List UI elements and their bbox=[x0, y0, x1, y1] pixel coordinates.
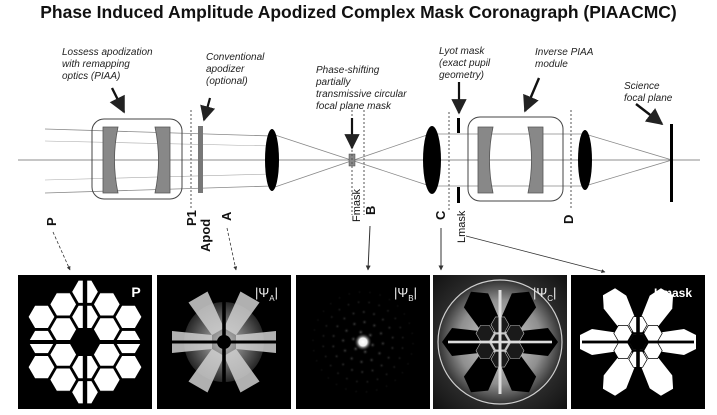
plane-label-c: C bbox=[433, 210, 448, 220]
lens-3 bbox=[578, 130, 592, 190]
svg-text:Lyot mask: Lyot mask bbox=[439, 46, 485, 57]
inverse-piaa-optic-1 bbox=[477, 126, 494, 194]
lens-1 bbox=[265, 129, 279, 191]
svg-text:partially: partially bbox=[315, 77, 351, 88]
plane-label-apod: Apod bbox=[198, 219, 213, 252]
svg-text:Inverse PIAA: Inverse PIAA bbox=[535, 47, 594, 58]
figure-title: Phase Induced Amplitude Apodized Complex… bbox=[40, 2, 677, 22]
inverse-piaa-optic-2 bbox=[527, 126, 544, 194]
svg-text:module: module bbox=[535, 59, 568, 70]
svg-text:apodizer: apodizer bbox=[206, 64, 245, 75]
svg-text:Lmask: Lmask bbox=[654, 286, 692, 300]
arrow-apodizer bbox=[200, 97, 216, 122]
annotation-inverse-piaa: Inverse PIAA module bbox=[535, 47, 594, 70]
link-a bbox=[226, 227, 238, 271]
lyot-mask-top bbox=[457, 118, 460, 133]
link-b bbox=[365, 225, 371, 271]
panel-pupil: P bbox=[18, 275, 152, 409]
piaa-module-box bbox=[91, 118, 183, 200]
plane-label-p: P bbox=[44, 217, 59, 226]
inverse-piaa-box bbox=[467, 116, 564, 202]
apodizer-element bbox=[198, 126, 203, 193]
plane-label-fmask: Fmask bbox=[351, 189, 363, 223]
annotation-piaa: Lossess apodization with remapping optic… bbox=[62, 47, 153, 82]
plane-label-p1: P1 bbox=[184, 210, 199, 226]
optical-layout bbox=[18, 77, 700, 215]
svg-text:(exact pupil: (exact pupil bbox=[439, 58, 491, 69]
beam-final-top bbox=[584, 133, 673, 161]
plane-label-b: B bbox=[363, 206, 378, 215]
svg-text:transmissive circular: transmissive circular bbox=[316, 89, 407, 100]
plane-label-a: A bbox=[219, 211, 234, 221]
science-focal-plane bbox=[670, 124, 673, 202]
svg-text:P: P bbox=[131, 284, 140, 300]
piaa-optic-1 bbox=[102, 126, 119, 194]
svg-text:optics (PIAA): optics (PIAA) bbox=[62, 71, 120, 82]
beam-final-bottom bbox=[584, 159, 673, 187]
link-p bbox=[52, 231, 71, 271]
svg-text:Phase-shifting: Phase-shifting bbox=[316, 65, 380, 76]
arrow-piaa bbox=[109, 87, 126, 114]
svg-text:|ΨB|: |ΨB| bbox=[394, 285, 417, 303]
svg-text:Lossess apodization: Lossess apodization bbox=[62, 47, 153, 58]
panel-psi-b: |ΨB| bbox=[296, 275, 430, 409]
panel-psi-c: |ΨC| bbox=[433, 275, 567, 409]
annotation-lyot: Lyot mask (exact pupil geometry) bbox=[439, 46, 491, 81]
annotation-apodizer: Conventional apodizer (optional) bbox=[206, 52, 265, 87]
svg-text:Conventional: Conventional bbox=[206, 52, 265, 63]
arrow-science bbox=[635, 103, 664, 126]
plane-label-d: D bbox=[561, 215, 576, 224]
link-d bbox=[465, 235, 606, 274]
arrow-inverse bbox=[523, 77, 541, 113]
piaa-optic-2 bbox=[154, 126, 171, 194]
annotation-science: Science focal plane bbox=[624, 81, 673, 104]
lens-2 bbox=[423, 126, 441, 194]
svg-text:Science: Science bbox=[624, 81, 660, 92]
plane-label-lmask: Lmask bbox=[456, 210, 468, 243]
svg-text:|ΨC|: |ΨC| bbox=[533, 285, 556, 303]
svg-text:focal plane: focal plane bbox=[624, 93, 673, 104]
panel-lyot-mask: Lmask bbox=[571, 275, 705, 409]
svg-text:(optional): (optional) bbox=[206, 76, 248, 87]
svg-text:geometry): geometry) bbox=[439, 70, 484, 81]
panel-psi-a: |ΨA| bbox=[157, 275, 291, 409]
svg-text:focal plane mask: focal plane mask bbox=[316, 101, 392, 112]
lyot-mask-bottom bbox=[457, 187, 460, 203]
svg-text:|ΨA|: |ΨA| bbox=[255, 285, 278, 303]
annotation-fpm: Phase-shifting partially transmissive ci… bbox=[315, 65, 407, 112]
svg-text:with remapping: with remapping bbox=[62, 59, 130, 70]
